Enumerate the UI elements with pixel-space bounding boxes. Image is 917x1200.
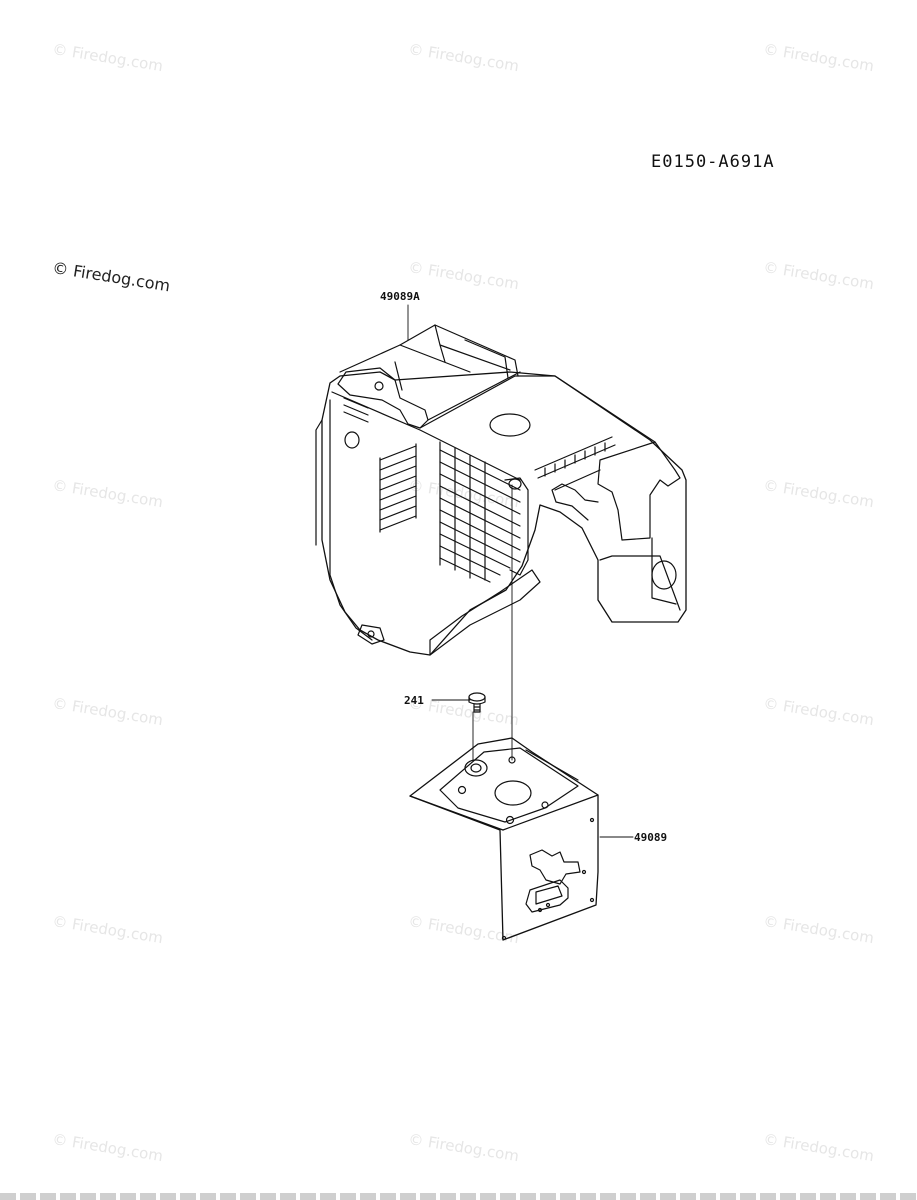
side-vent-slots-left (343, 397, 417, 533)
fan-cover-part (315, 324, 687, 656)
diagram-code: E0150-A691A (651, 152, 775, 172)
part-label-fan-cover: 49089A (380, 290, 420, 303)
screw-part (468, 692, 486, 713)
leader-lines (407, 304, 634, 838)
mounting-plate-part (409, 737, 599, 941)
part-label-plate: 49089 (634, 831, 668, 844)
side-vent-slots-inner (439, 441, 521, 583)
top-vent-slots (534, 436, 616, 479)
page-bottom-edge (0, 1193, 917, 1200)
part-label-screw: 241 (404, 694, 424, 707)
